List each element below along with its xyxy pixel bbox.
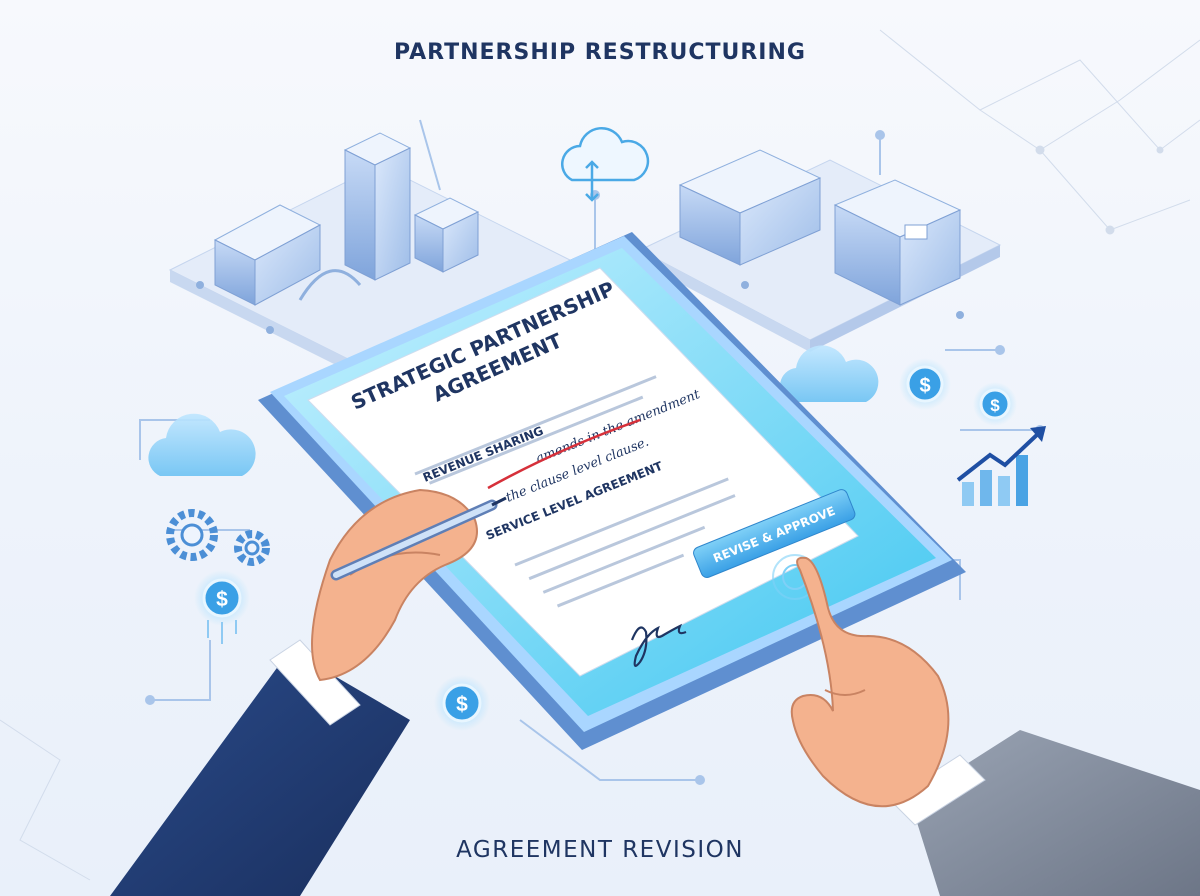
agreement-document — [307, 267, 859, 677]
gears-icon — [166, 509, 270, 566]
left-city-platform — [168, 132, 582, 382]
network-lines — [0, 29, 1200, 881]
coin-symbol: $ — [216, 588, 228, 611]
coin-symbol: $ — [919, 375, 930, 397]
right-hand-pointing — [790, 556, 1200, 896]
redline-strike — [487, 418, 641, 490]
cloud-left-icon — [148, 413, 256, 476]
coin-icon-bottom: $ — [434, 675, 490, 731]
coin-icon-left: $ — [194, 570, 250, 644]
cloud-sync-icon — [561, 126, 650, 202]
signature-mark — [630, 623, 687, 667]
footer-caption: AGREEMENT REVISION — [456, 837, 744, 863]
cloud-right-icon — [780, 345, 879, 402]
coin-icon-right-small: $ — [973, 382, 1017, 426]
left-hand-with-stylus — [110, 488, 507, 896]
coin-symbol: $ — [990, 396, 1000, 415]
right-city-platform — [638, 149, 1002, 352]
coin-icon-right-large: $ — [899, 358, 951, 410]
growth-chart-icon — [956, 426, 1046, 506]
header-title: PARTNERSHIP RESTRUCTURING — [394, 40, 806, 65]
coin-symbol: $ — [456, 693, 468, 716]
